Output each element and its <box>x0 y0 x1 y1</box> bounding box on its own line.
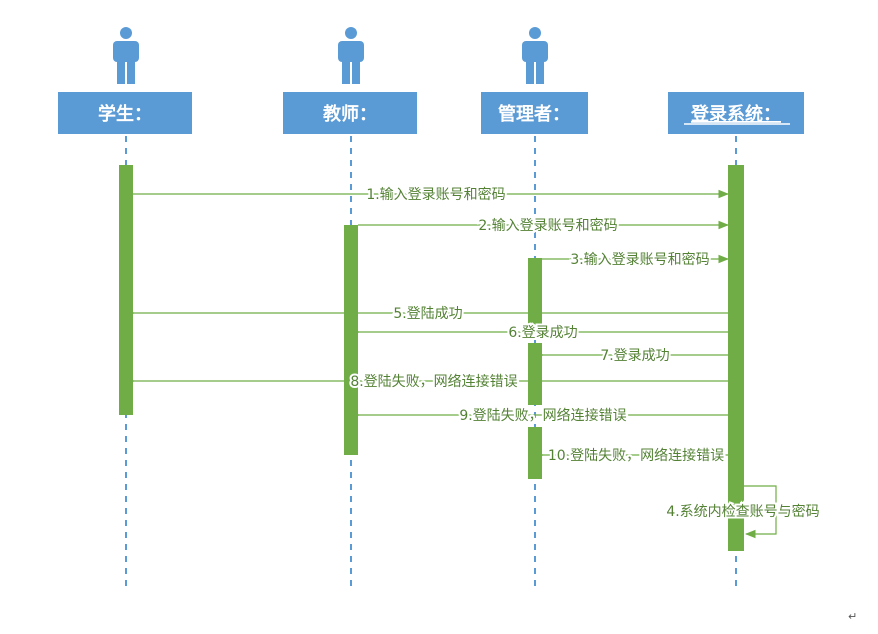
message-label: 10.登陆失败，网络连接错误 <box>548 447 724 464</box>
actor-label-admin: 管理者： <box>498 103 570 125</box>
message-label: 8.登陆失败，网络连接错误 <box>350 373 517 390</box>
message-label: 4.系统内检查账号与密码 <box>666 503 819 520</box>
message-label: 2.输入登录账号和密码 <box>478 217 617 234</box>
actor-label-student: 学生： <box>98 103 152 125</box>
message-label: 1.输入登录账号和密码 <box>366 186 505 203</box>
actor-system: 登录系统： <box>668 92 804 134</box>
actor-admin: 管理者： <box>481 92 588 134</box>
activation-teacher <box>344 225 358 455</box>
person-icon <box>522 27 548 84</box>
actor-student: 学生： <box>58 92 192 134</box>
actor-teacher: 教师： <box>283 92 417 134</box>
person-icon <box>113 27 139 84</box>
actor-label-teacher: 教师： <box>323 103 377 125</box>
paragraph-mark: ↵ <box>848 610 858 623</box>
message-label: 9.登陆失败，网络连接错误 <box>459 407 626 424</box>
actor-label-system: 登录系统： <box>690 103 781 125</box>
person-icon <box>338 27 364 84</box>
message-label: 3.输入登录账号和密码 <box>570 251 709 268</box>
message-label: 6.登录成功 <box>508 325 577 341</box>
activation-system <box>728 165 744 551</box>
message-label: 7.登录成功 <box>600 348 669 364</box>
activation-student <box>119 165 133 415</box>
activation-admin-3 <box>528 427 542 479</box>
message-label: 5.登陆成功 <box>393 306 462 322</box>
activation-admin-1 <box>528 258 542 326</box>
activation-admin-2 <box>528 343 542 405</box>
self-message-arrow <box>744 485 777 539</box>
